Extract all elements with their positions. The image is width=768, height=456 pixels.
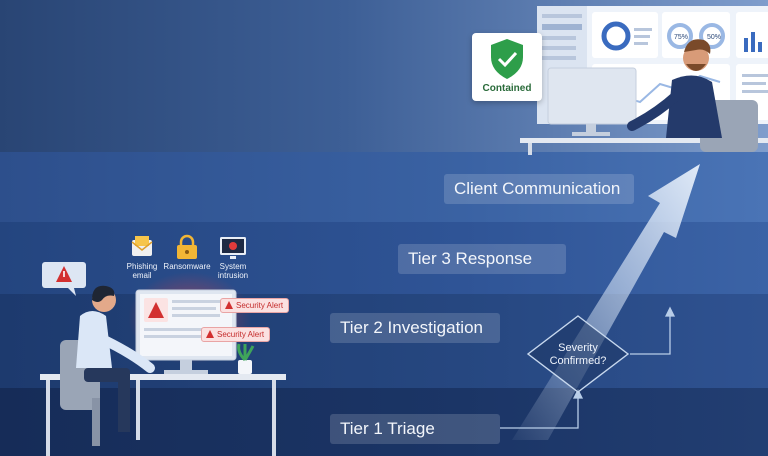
decision-diamond bbox=[526, 315, 630, 393]
tier1-triage-label: Tier 1 Triage bbox=[330, 414, 500, 444]
escalation-arrow bbox=[512, 164, 700, 440]
tier3-response-label: Tier 3 Response bbox=[398, 244, 566, 274]
contained-label: Contained bbox=[482, 83, 532, 94]
client-communication-label: Client Communication bbox=[444, 174, 634, 204]
security-alert-badge: Security Alert bbox=[201, 327, 271, 342]
tier2-investigation-label: Tier 2 Investigation bbox=[330, 313, 500, 343]
tier3-monitor bbox=[547, 67, 637, 136]
alert-bubble-icon bbox=[42, 262, 86, 296]
threat-line1: System bbox=[219, 262, 247, 271]
tier1-analyst bbox=[60, 285, 155, 446]
envelope-icon bbox=[131, 236, 153, 256]
gauge-value-2: 50% bbox=[707, 34, 722, 41]
decision-line2: Confirmed? bbox=[549, 355, 607, 367]
gauge-value-1: 75% bbox=[674, 34, 689, 41]
warning-icon bbox=[225, 301, 233, 309]
tier3-desk bbox=[520, 138, 768, 155]
threat-line1: Phishing bbox=[126, 262, 158, 271]
plant-icon bbox=[237, 343, 255, 374]
security-alert-text: Security Alert bbox=[217, 330, 265, 339]
shield-check-icon bbox=[491, 39, 523, 79]
severity-confirmed-text: Severity Confirmed? bbox=[528, 342, 628, 368]
threat-phishing: Phishing email bbox=[115, 262, 169, 280]
threat-line2: email bbox=[132, 271, 152, 280]
padlock-icon bbox=[177, 234, 197, 259]
tier3-analyst bbox=[627, 39, 758, 152]
threat-system-intrusion: System intrusion bbox=[206, 262, 260, 280]
flow-lines bbox=[500, 306, 676, 429]
warning-icon bbox=[206, 330, 214, 338]
analyst-desk bbox=[40, 374, 286, 456]
contained-card: Contained bbox=[472, 33, 542, 101]
security-alert-badge: Security Alert bbox=[220, 298, 290, 313]
analyst-monitor bbox=[135, 289, 237, 374]
band-client-communication bbox=[0, 152, 768, 222]
threat-ransomware: Ransomware bbox=[160, 262, 214, 271]
threat-line2: intrusion bbox=[217, 271, 249, 280]
threat-line1: Ransomware bbox=[163, 262, 211, 271]
bug-monitor-icon bbox=[220, 237, 246, 259]
security-alert-text: Security Alert bbox=[236, 301, 284, 310]
decision-line1: Severity bbox=[558, 342, 598, 354]
